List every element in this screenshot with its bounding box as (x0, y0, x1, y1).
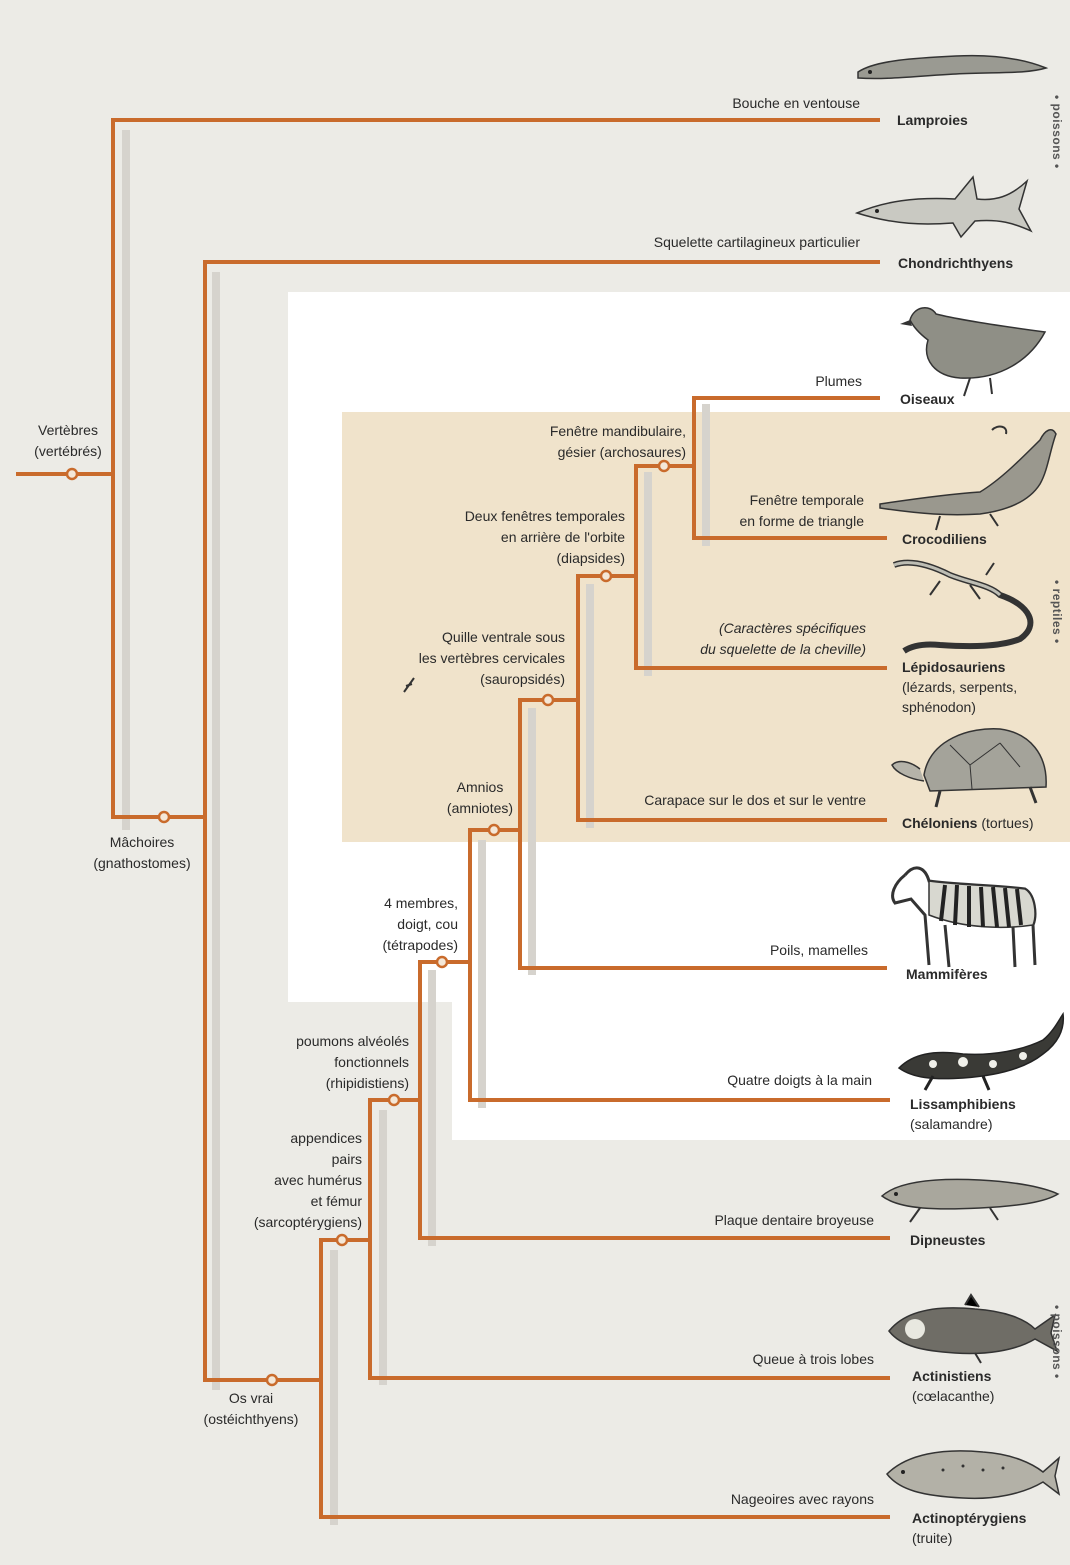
lamprey-icon (858, 56, 1046, 79)
node-tetrapodes (437, 957, 447, 967)
label-poils: Poils, mamelles (640, 940, 868, 961)
side-label-poissons-top: • poissons • (1050, 95, 1064, 169)
label-bouche: Bouche en ventouse (560, 93, 860, 114)
node-os-vrai (267, 1375, 277, 1385)
label-queue: Queue à trois lobes (640, 1349, 874, 1370)
taxon-actinistiens: Actinistiens (cœlacanthe) (912, 1366, 994, 1406)
label-squelette: Squelette cartilagineux particulier (520, 232, 860, 253)
taxon-lamproies: Lamproies (897, 110, 968, 130)
label-nageoires: Nageoires avec rayons (620, 1489, 874, 1510)
node-sauropsides (543, 695, 553, 705)
label-os-vrai: Os vrai(ostéichthyens) (176, 1388, 326, 1430)
taxon-dipneustes: Dipneustes (910, 1230, 985, 1250)
coelacanth-icon (889, 1295, 1057, 1363)
node-vertebres (67, 469, 77, 479)
node-sarcopterygiens (337, 1235, 347, 1245)
taxon-oiseaux: Oiseaux (900, 389, 954, 409)
side-label-poissons-bottom: • poissons • (1050, 1305, 1064, 1379)
node-machoires (159, 812, 169, 822)
label-plumes: Plumes (720, 371, 862, 392)
label-tetrapodes: 4 membres,doigt, cou(tétrapodes) (340, 893, 458, 956)
taxon-chondrichthyens: Chondrichthyens (898, 253, 1013, 273)
label-carapace: Carapace sur le dos et sur le ventre (580, 790, 866, 811)
label-archosaures: Fenêtre mandibulaire,gésier (archosaures… (490, 421, 686, 463)
label-machoires: Mâchoires(gnathostomes) (72, 832, 212, 874)
taxon-lepidosauriens: Lépidosauriens (lézards, serpents, sphén… (902, 657, 1017, 717)
taxon-mammiferes: Mammifères (906, 964, 988, 984)
side-label-reptiles: • reptiles • (1050, 580, 1064, 644)
lungfish-icon (882, 1179, 1058, 1222)
label-plaque: Plaque dentaire broyeuse (600, 1210, 874, 1231)
label-quatre-doigts: Quatre doigts à la main (620, 1070, 872, 1091)
taxon-actinopterygiens: Actinoptérygiens (truite) (912, 1508, 1026, 1548)
node-amniotes (489, 825, 499, 835)
node-diapsides (601, 571, 611, 581)
taxon-lissamphibiens: Lissamphibiens (salamandre) (910, 1094, 1016, 1134)
taxon-cheloniens: Chéloniens (tortues) (902, 813, 1033, 833)
node-rhipidistiens (389, 1095, 399, 1105)
label-amniotes: Amnios(amniotes) (420, 777, 540, 819)
label-vertebres: Vertèbres(vertébrés) (16, 420, 120, 462)
trout-icon (887, 1451, 1059, 1499)
shark-icon (857, 177, 1031, 237)
taxon-crocodiliens: Crocodiliens (902, 529, 987, 549)
